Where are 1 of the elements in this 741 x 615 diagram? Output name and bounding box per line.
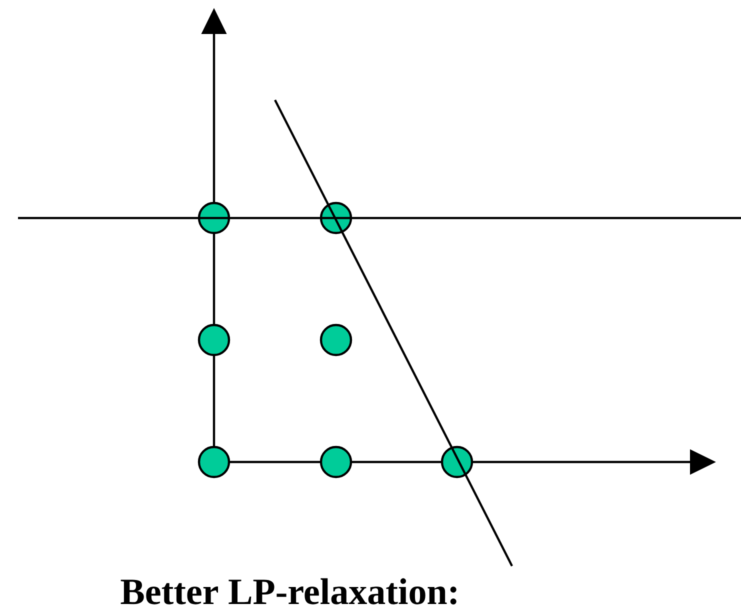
caption-text: Better LP-relaxation: — [120, 578, 456, 604]
